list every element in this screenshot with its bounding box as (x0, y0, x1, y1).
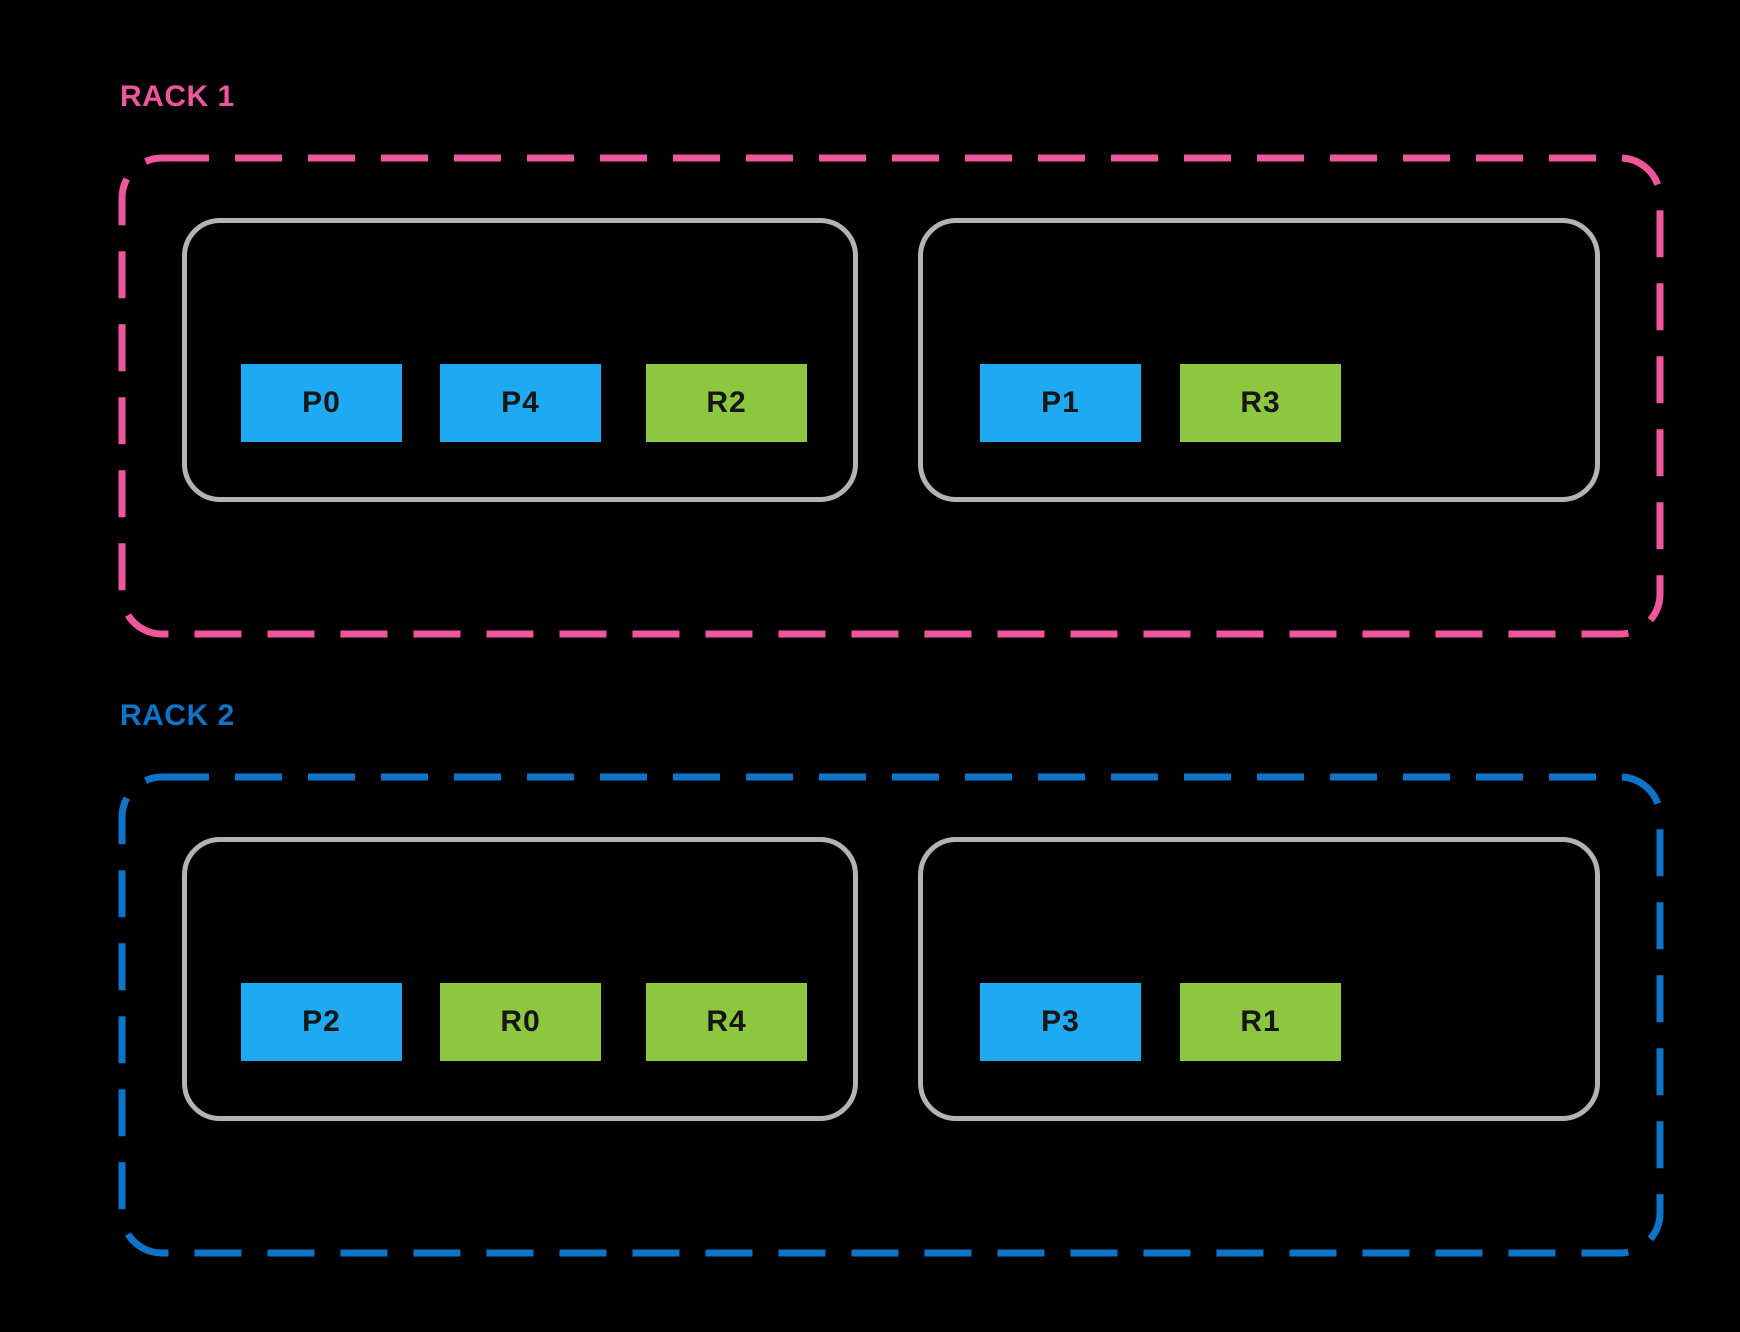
replica-box-r3: R3 (1180, 364, 1341, 442)
rack-2-label: RACK 2 (120, 699, 235, 732)
replica-box-r0: R0 (440, 983, 601, 1061)
rack-2-dashed-rect (118, 773, 1664, 1257)
rack-1-label: RACK 1 (120, 80, 235, 113)
rack-1-node-1 (182, 218, 858, 502)
primary-box-p0: P0 (241, 364, 402, 442)
replica-box-r1: R1 (1180, 983, 1341, 1061)
primary-box-p3: P3 (980, 983, 1141, 1061)
primary-box-p1: P1 (980, 364, 1141, 442)
rack-1-group: RACK 1 P0 P4 R2 P1 R3 (118, 80, 1664, 638)
rack-2-group: RACK 2 P2 R0 R4 P3 R1 (0, 619, 1740, 1332)
rack-1-dashed-border (118, 154, 1664, 638)
primary-box-p4: P4 (440, 364, 601, 442)
rack-2-node-1 (182, 837, 858, 1121)
rack-2-dashed-border (118, 773, 1664, 1257)
replica-box-r2: R2 (646, 364, 807, 442)
primary-box-p2: P2 (241, 983, 402, 1061)
replica-box-r4: R4 (646, 983, 807, 1061)
rack-2-node-2 (918, 837, 1600, 1121)
rack-1-node-2 (918, 218, 1600, 502)
rack-1-dashed-rect (118, 154, 1664, 638)
